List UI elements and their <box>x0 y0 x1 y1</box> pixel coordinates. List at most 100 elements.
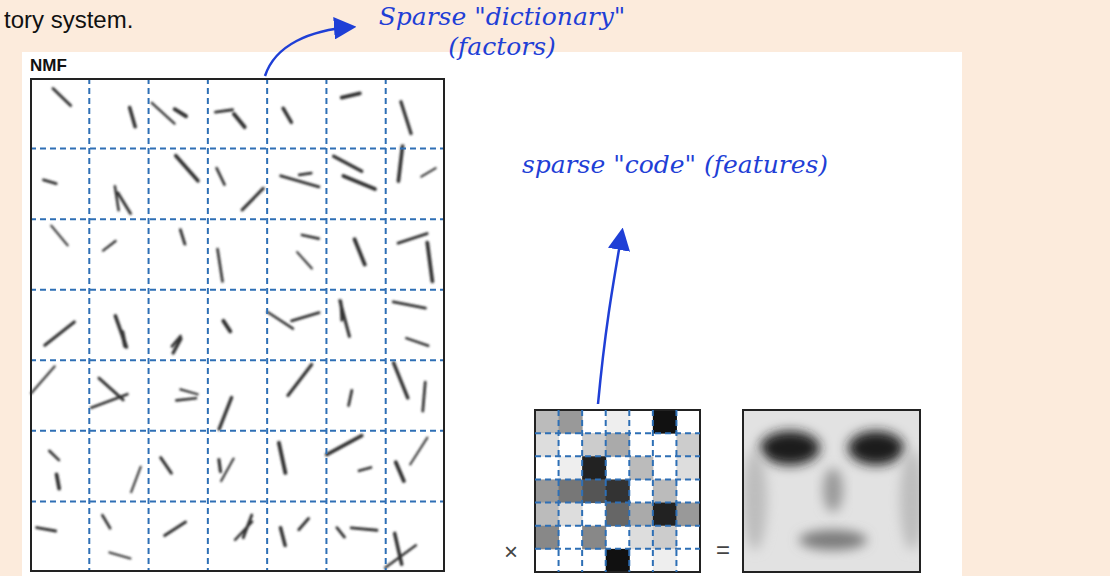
factor-stroke <box>131 467 141 492</box>
factor-stroke <box>221 459 233 482</box>
factor-stroke <box>302 235 319 239</box>
factor-stroke <box>176 398 196 400</box>
code-cell <box>606 503 630 527</box>
grid-line <box>535 502 700 504</box>
code-cell <box>559 503 583 527</box>
factor-stroke <box>268 312 293 329</box>
code-cell <box>653 503 677 527</box>
code-cell <box>535 433 559 457</box>
factor-stroke <box>173 339 181 353</box>
code-cell <box>559 479 583 503</box>
factor-stroke <box>219 397 231 429</box>
factor-stroke <box>130 107 136 126</box>
factor-stroke <box>427 243 432 282</box>
dictionary-grid <box>30 78 445 572</box>
factor-stroke <box>299 518 309 529</box>
grid-line <box>266 78 268 572</box>
factor-stroke <box>292 313 320 321</box>
factor-stroke <box>343 176 375 189</box>
grid-line <box>325 78 327 572</box>
code-cell <box>676 456 700 480</box>
code-cell <box>653 549 677 573</box>
code-cell <box>606 479 630 503</box>
code-cell <box>535 410 559 434</box>
factor-stroke <box>423 382 425 411</box>
factor-matrix: NMF <box>30 78 445 572</box>
grid-line <box>628 410 630 572</box>
factor-stroke <box>396 462 404 481</box>
code-cell <box>559 410 583 434</box>
code-cell <box>653 526 677 550</box>
factor-stroke <box>406 338 428 346</box>
factor-stroke <box>355 239 365 264</box>
factor-stroke <box>115 186 119 210</box>
factor-stroke <box>31 366 55 393</box>
factor-stroke <box>299 173 311 175</box>
grid-line <box>535 525 700 527</box>
grid-line <box>535 455 700 457</box>
grid-line <box>30 289 445 291</box>
code-grid <box>535 410 700 572</box>
factor-stroke <box>176 156 198 181</box>
grid-line <box>535 548 700 550</box>
factor-stroke <box>401 102 411 134</box>
factor-stroke <box>180 230 184 244</box>
grid-line <box>88 78 90 572</box>
code-cell <box>559 456 583 480</box>
factor-stroke <box>43 180 56 184</box>
code-cell <box>606 549 630 573</box>
factor-stroke <box>152 103 175 124</box>
factor-stroke <box>215 110 232 112</box>
code-cell <box>629 526 653 550</box>
code-cell <box>582 479 606 503</box>
code-cell <box>606 410 630 434</box>
factor-stroke <box>102 515 110 528</box>
equals-sign: = <box>716 536 730 564</box>
code-cell <box>653 479 677 503</box>
code-cells <box>535 410 701 573</box>
factor-stroke <box>219 460 221 472</box>
grid-line <box>148 78 150 572</box>
factor-stroke <box>57 474 60 488</box>
factor-stroke <box>398 234 427 244</box>
factor-stroke <box>342 93 360 97</box>
factor-stroke <box>53 89 71 106</box>
factor-stroke <box>91 394 127 407</box>
code-matrix <box>535 410 700 572</box>
grid-line <box>675 410 677 572</box>
factor-stroke <box>385 545 416 567</box>
factor-stroke <box>37 528 56 531</box>
code-cell <box>582 433 606 457</box>
grid-line <box>30 148 445 150</box>
grid-line <box>30 218 445 220</box>
code-cell <box>582 456 606 480</box>
factor-stroke <box>223 321 230 332</box>
factor-stroke <box>218 249 223 281</box>
grid-line <box>207 78 209 572</box>
factor-stroke <box>279 443 285 473</box>
factor-stroke <box>288 365 312 396</box>
factor-stroke <box>281 528 286 546</box>
annotation-arrow <box>265 27 352 76</box>
grid-line <box>581 410 583 572</box>
grid-line <box>535 432 700 434</box>
code-cell <box>535 503 559 527</box>
factor-stroke <box>393 302 425 308</box>
handwritten-note: sparse "code" (features) <box>520 150 830 180</box>
factor-stroke <box>161 458 172 474</box>
matrix-heading: NMF <box>30 56 67 76</box>
factor-stroke <box>398 146 402 181</box>
factor-stroke <box>115 316 126 347</box>
factor-stroke <box>217 168 225 184</box>
code-cell <box>629 503 653 527</box>
factor-stroke <box>297 252 312 268</box>
factor-stroke <box>281 176 319 187</box>
factor-stroke <box>242 188 263 209</box>
code-cell <box>582 526 606 550</box>
factor-stroke <box>349 390 352 405</box>
figure-ground <box>22 52 962 576</box>
factor-stroke <box>234 114 245 127</box>
factor-stroke <box>103 241 116 251</box>
grid-line <box>535 478 700 480</box>
